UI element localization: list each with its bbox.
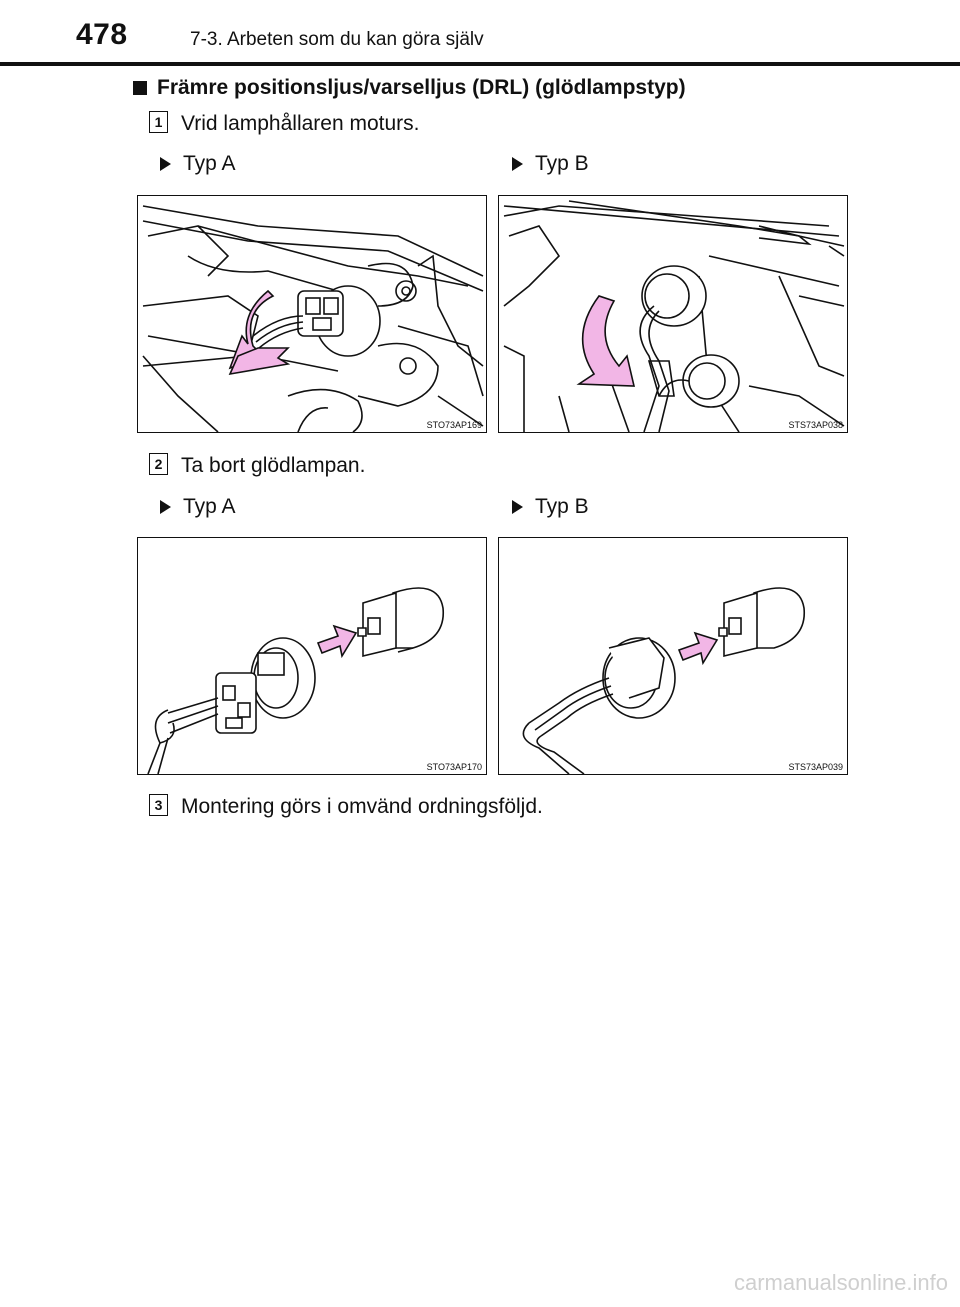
page-number: 478 [76,18,128,51]
step-number-2: 2 [149,453,168,475]
figure-remove-bulb-type-b: STS73AP039 [498,537,848,775]
section-heading: Främre positionsljus/varselljus (DRL) (g… [133,76,686,100]
chapter-title: 7-3. Arbeten som du kan göra själv [190,29,484,50]
figure-rotate-socket-type-a: STO73AP169 [137,195,487,433]
section-title: Främre positionsljus/varselljus (DRL) (g… [157,76,686,99]
step-text-1: Vrid lamphållaren moturs. [181,112,420,135]
header-rule [0,62,960,66]
figure-code: STS73AP038 [788,420,843,430]
type-a-label-1: Typ A [160,152,236,176]
type-b-label-1: Typ B [512,152,589,176]
step-number-3: 3 [149,794,168,816]
step-text-3: Montering görs i omvänd ordningsföljd. [181,795,543,818]
triangle-bullet-icon [160,157,171,171]
type-b-label-2: Typ B [512,495,589,519]
triangle-bullet-icon [160,500,171,514]
figure-code: STS73AP039 [788,762,843,772]
figure-code: STO73AP170 [426,762,482,772]
step-number-1: 1 [149,111,168,133]
figure-remove-bulb-type-a: STO73AP170 [137,537,487,775]
step-text-2: Ta bort glödlampan. [181,454,366,477]
triangle-bullet-icon [512,500,523,514]
type-a-label-2: Typ A [160,495,236,519]
triangle-bullet-icon [512,157,523,171]
figure-rotate-socket-type-b: STS73AP038 [498,195,848,433]
square-bullet-icon [133,81,147,95]
figure-code: STO73AP169 [426,420,482,430]
watermark: carmanualsonline.info [733,1270,948,1295]
